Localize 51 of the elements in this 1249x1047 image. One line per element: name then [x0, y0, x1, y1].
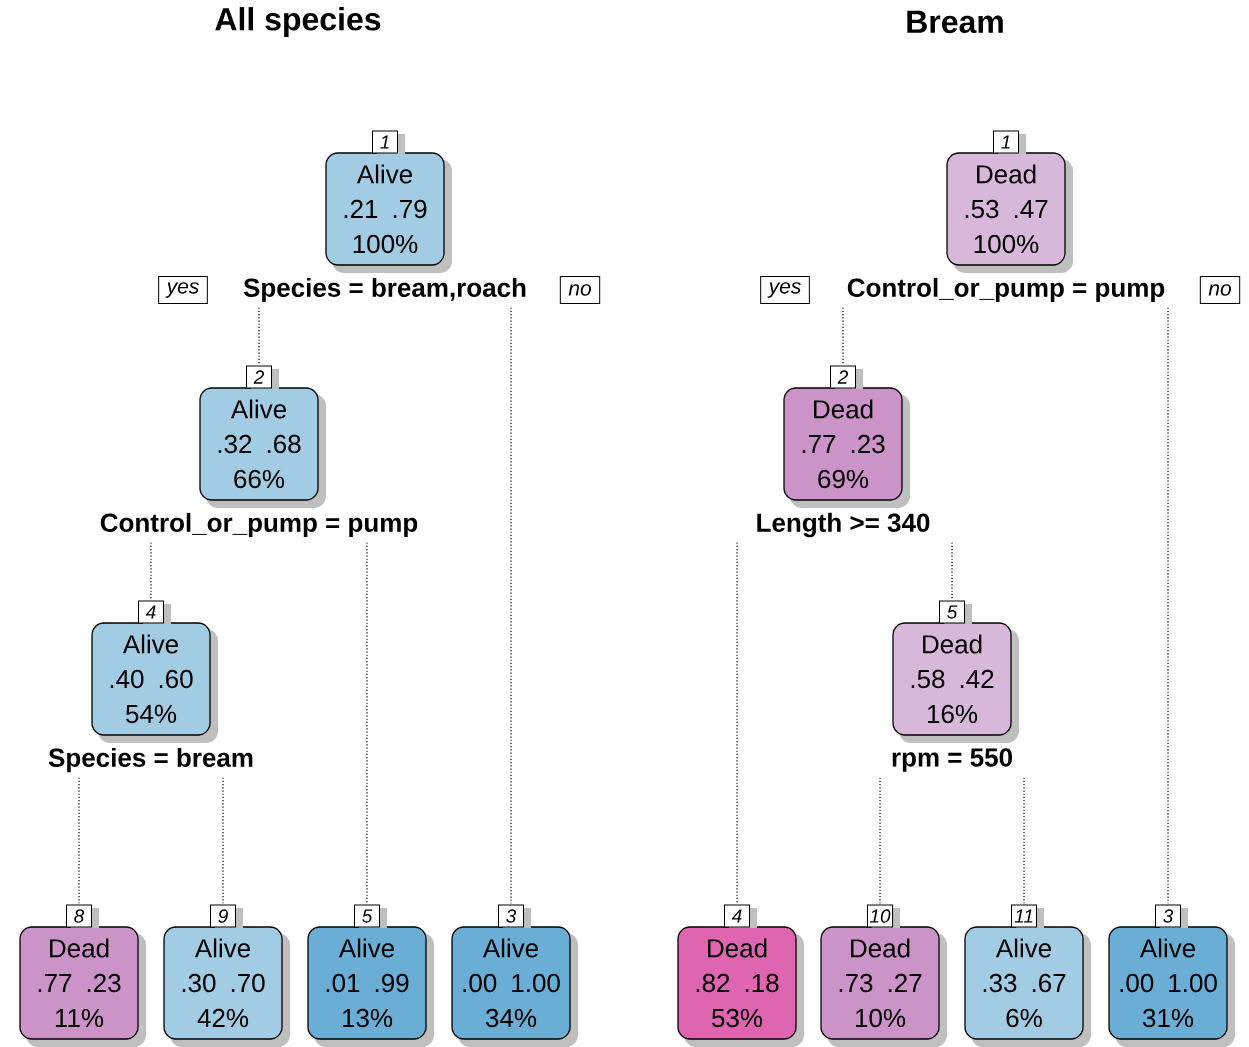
- tree-node-box: Alive .00 1.00 34%: [451, 926, 578, 1047]
- dotted-branch-line: [736, 542, 738, 904]
- tree-node-box: Dead .77 .23 11%: [19, 926, 146, 1047]
- tree-node-box: Dead .82 .18 53%: [677, 926, 804, 1047]
- tree-node-box: Alive .21 .79 100%: [325, 152, 452, 273]
- tree-node-box: Alive .32 .68 66%: [199, 387, 326, 508]
- dotted-branch-line: [842, 307, 844, 365]
- tree-node-box: Alive .33 .67 6%: [964, 926, 1091, 1047]
- dotted-branch-line: [1023, 777, 1025, 904]
- dotted-branch-line: [1167, 307, 1169, 904]
- node-number: 8: [66, 904, 99, 928]
- tree-node-box: Alive .01 .99 13%: [307, 926, 434, 1047]
- node-number: 4: [138, 600, 171, 624]
- node-number: 3: [498, 904, 531, 928]
- tree-node-box: Alive .40 .60 54%: [91, 622, 218, 743]
- dotted-branch-line: [150, 542, 152, 600]
- node-number: 9: [210, 904, 243, 928]
- node-number: 3: [1155, 904, 1188, 928]
- dotted-branch-line: [879, 777, 881, 904]
- split-label: Control_or_pump = pump: [847, 277, 1165, 303]
- node-number: 10: [866, 904, 900, 928]
- branch-label: no: [559, 276, 601, 304]
- tree-node-box: Alive .00 1.00 31%: [1108, 926, 1235, 1047]
- branch-label: no: [1199, 276, 1241, 304]
- split-label: rpm = 550: [892, 748, 1012, 772]
- node-number: 1: [993, 130, 1026, 154]
- node-number: 2: [830, 365, 863, 389]
- tree-node-box: Dead .73 .27 10%: [820, 926, 947, 1047]
- dotted-branch-line: [951, 542, 953, 600]
- node-number: 11: [1011, 904, 1044, 928]
- branch-label: yes: [760, 276, 810, 304]
- panel-title: Bream: [907, 10, 1003, 34]
- dotted-branch-line: [78, 777, 80, 904]
- node-number: 4: [724, 904, 757, 928]
- tree-node-box: Dead .53 .47 100%: [946, 152, 1073, 273]
- panel-title: All species: [215, 7, 381, 37]
- split-label: Control_or_pump = pump: [100, 512, 418, 538]
- node-number: 2: [246, 365, 279, 389]
- dotted-branch-line: [366, 542, 368, 904]
- node-number: 5: [939, 600, 972, 624]
- dotted-branch-line: [258, 307, 260, 365]
- node-number: 1: [372, 130, 405, 154]
- node-number: 5: [354, 904, 387, 928]
- branch-label: yes: [158, 276, 208, 304]
- tree-node-box: Dead .77 .23 69%: [783, 387, 910, 508]
- split-label: Length >= 340: [757, 512, 930, 538]
- dotted-branch-line: [222, 777, 224, 904]
- split-label: Species = bream,roach: [243, 277, 526, 303]
- dotted-branch-line: [510, 307, 512, 904]
- split-label: Species = bream: [48, 747, 253, 773]
- tree-node-box: Alive .30 .70 42%: [163, 926, 290, 1047]
